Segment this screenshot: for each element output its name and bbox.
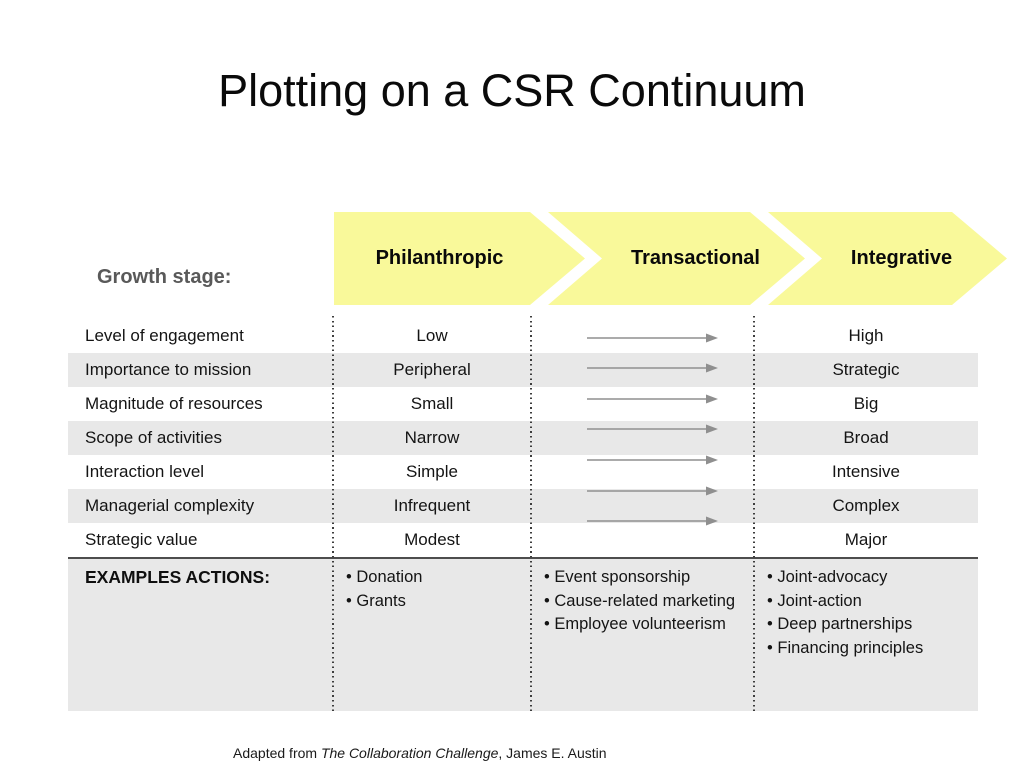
citation-book-title: The Collaboration Challenge [320, 745, 499, 761]
table-row: Magnitude of resources Small Big [68, 387, 978, 421]
trend-arrow-icon [587, 455, 718, 465]
column-divider [332, 316, 334, 711]
trend-arrow-icon [587, 516, 718, 526]
philanthropic-value: Infrequent [393, 496, 471, 515]
row-label: Level of engagement [85, 326, 244, 345]
philanthropic-value: Low [416, 326, 448, 345]
column-divider [753, 316, 755, 711]
slide-title: Plotting on a CSR Continuum [218, 65, 806, 116]
row-label: Interaction level [85, 462, 205, 481]
trend-arrow-icon [587, 394, 718, 404]
list-item: Grants [346, 590, 531, 614]
list-item: Donation [346, 566, 531, 590]
citation-prefix: Adapted from [233, 745, 321, 761]
table-row: Managerial complexity Infrequent Complex [68, 489, 978, 523]
column-divider [530, 316, 532, 711]
footer-citation: Adapted from The Collaboration Challenge… [233, 745, 607, 761]
examples-heading: EXAMPLES ACTIONS: [85, 567, 271, 587]
list-item: Deep partnerships [767, 613, 978, 637]
comparison-table: Level of engagement Low High Importance … [68, 319, 978, 557]
philanthropic-value: Narrow [404, 428, 460, 447]
integrative-value: Intensive [831, 462, 901, 481]
stage-label-transactional: Transactional [631, 247, 760, 269]
list-item: Joint-action [767, 590, 978, 614]
row-label: Magnitude of resources [85, 394, 263, 413]
row-label: Strategic value [85, 530, 198, 549]
growth-stage-label: Growth stage: [97, 266, 232, 288]
table-row: Interaction level Simple Intensive [68, 455, 978, 489]
table-row: Scope of activities Narrow Broad [68, 421, 978, 455]
examples-list-transactional: Event sponsorship Cause-related marketin… [531, 566, 754, 711]
list-item: Event sponsorship [544, 566, 749, 590]
table-row: Importance to mission Peripheral Strateg… [68, 353, 978, 387]
examples-list-integrative: Joint-advocacy Joint-action Deep partner… [754, 566, 978, 711]
integrative-value: Big [853, 394, 879, 413]
philanthropic-value: Modest [404, 530, 460, 549]
stage-label-philanthropic: Philanthropic [375, 247, 504, 269]
trend-arrow-icon [587, 333, 718, 343]
list-item: Employee volunteerism [544, 613, 749, 637]
trend-arrow-icon [587, 363, 718, 373]
citation-suffix: , James E. Austin [498, 745, 607, 761]
examples-list-philanthropic: Donation Grants [333, 566, 531, 711]
trend-arrow-icon [587, 424, 718, 434]
trend-arrow-icon [587, 486, 718, 496]
row-label: Importance to mission [85, 360, 252, 379]
row-label: Managerial complexity [85, 496, 255, 515]
table-row: Level of engagement Low High [68, 319, 978, 353]
list-item: Financing principles [767, 637, 978, 661]
integrative-value: Complex [832, 496, 900, 515]
examples-section: EXAMPLES ACTIONS: Donation Grants Event … [68, 557, 978, 711]
list-item: Joint-advocacy [767, 566, 978, 590]
stage-arrow-transactional: Transactional [548, 212, 805, 305]
stage-arrow-philanthropic: Philanthropic [334, 212, 585, 305]
philanthropic-value: Peripheral [393, 360, 471, 379]
integrative-value: High [848, 326, 884, 345]
integrative-value: Major [844, 530, 888, 549]
integrative-value: Strategic [832, 360, 900, 379]
row-label: Scope of activities [85, 428, 223, 447]
table-row: Strategic value Modest Major [68, 523, 978, 557]
philanthropic-value: Simple [406, 462, 458, 481]
list-item: Cause-related marketing [544, 590, 749, 614]
stage-label-integrative: Integrative [850, 247, 953, 269]
integrative-value: Broad [843, 428, 889, 447]
philanthropic-value: Small [410, 394, 454, 413]
